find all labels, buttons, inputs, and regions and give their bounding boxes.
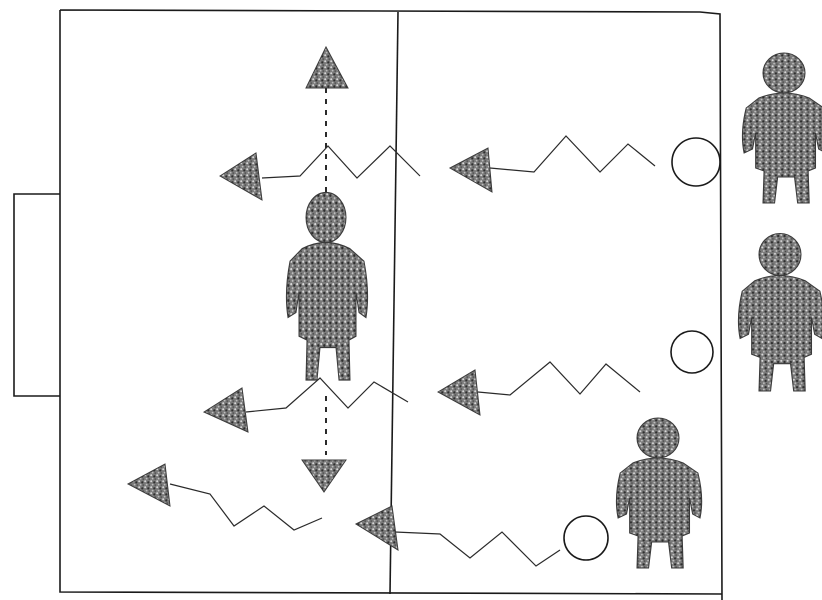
player-attacker-bottom: [615, 417, 703, 569]
player-attacker-top: [741, 52, 822, 204]
halfway-line: [389, 11, 399, 595]
cone-right-top: [448, 147, 493, 193]
dribble-path-bottom-left: [169, 483, 323, 531]
ball-bottom: [563, 515, 609, 561]
dribble-path-top-left: [261, 145, 421, 179]
cone-right-middle: [436, 369, 481, 416]
dribble-path-bottom-right: [394, 531, 561, 567]
ball-middle: [670, 330, 714, 374]
cone-left-low: [202, 387, 249, 433]
player-defender: [285, 191, 369, 381]
field-boundary: [59, 9, 723, 600]
dribble-path-top-right: [489, 135, 656, 173]
goal-frame: [13, 193, 60, 397]
dribble-path-middle-left: [245, 377, 409, 413]
cone-right-bottom: [354, 505, 399, 551]
cone-top: [305, 45, 349, 89]
cone-mid-high: [219, 152, 263, 201]
player-attacker-middle: [737, 232, 822, 392]
cone-mid-low: [301, 459, 347, 493]
cone-bottom-left: [126, 463, 171, 507]
dribble-path-middle-right: [477, 361, 641, 396]
ball-top: [671, 137, 721, 187]
